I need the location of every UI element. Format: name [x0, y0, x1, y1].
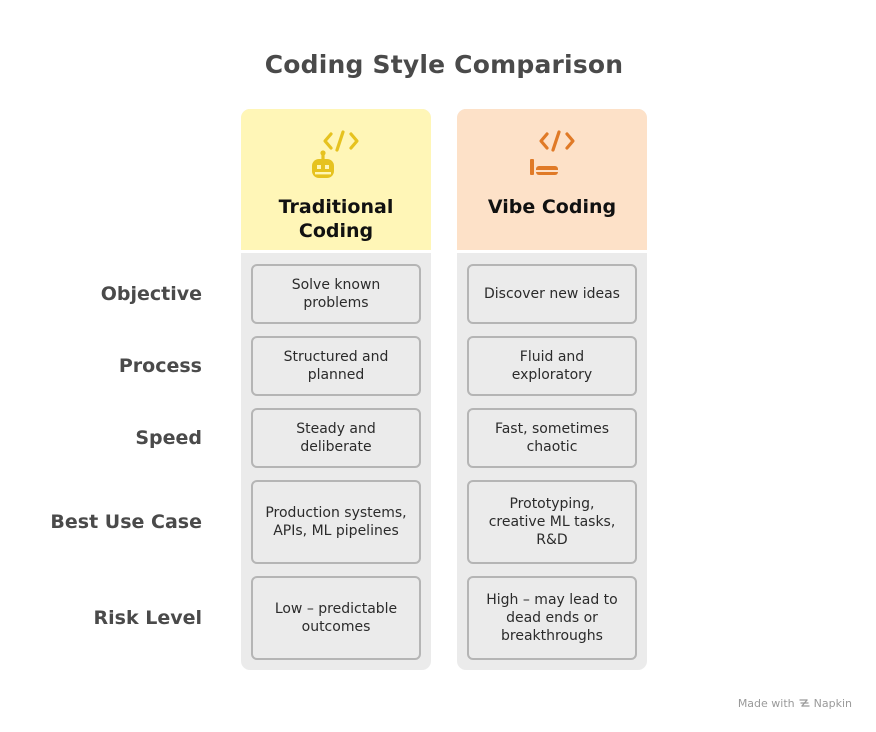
- cell-vibe-best-use-case: Prototyping, creative ML tasks, R&D: [467, 480, 637, 564]
- column-title-traditional: Traditional Coding: [278, 196, 394, 242]
- cell-vibe-speed: Fast, sometimes chaotic: [467, 408, 637, 468]
- column-header-traditional: Traditional Coding: [241, 109, 431, 253]
- row-label-objective: Objective: [100, 283, 202, 305]
- cell-traditional-best-use-case: Production systems, APIs, ML pipelines: [251, 480, 421, 564]
- column-title-vibe: Vibe Coding: [487, 196, 617, 218]
- made-with-napkin-footer[interactable]: Made with Napkin: [738, 697, 852, 710]
- diagram-title: Coding Style Comparison: [264, 50, 624, 79]
- row-label-best-use-case: Best Use Case: [50, 511, 202, 533]
- row-label-speed: Speed: [135, 427, 202, 449]
- row-label-process: Process: [118, 355, 202, 377]
- napkin-logo-icon: [798, 699, 810, 707]
- cell-traditional-speed: Steady and deliberate: [251, 408, 421, 468]
- cell-traditional-objective: Solve known problems: [251, 264, 421, 324]
- cell-vibe-risk-level: High – may lead to dead ends or breakthr…: [467, 576, 637, 660]
- column-header-vibe: Vibe Coding: [457, 109, 647, 253]
- cell-vibe-objective: Discover new ideas: [467, 264, 637, 324]
- column-vibe-coding: Vibe Coding Discover new ideas Fluid and…: [457, 109, 647, 670]
- cell-traditional-risk-level: Low – predictable outcomes: [251, 576, 421, 660]
- column-traditional-coding: Traditional Coding Solve known problems …: [241, 109, 431, 670]
- made-with-label: Made with: [737, 697, 795, 710]
- robot-code-icon: [312, 130, 359, 178]
- cell-vibe-process: Fluid and exploratory: [467, 336, 637, 396]
- cell-traditional-process: Structured and planned: [251, 336, 421, 396]
- vibe-code-icon: [530, 130, 575, 175]
- row-label-risk-level: Risk Level: [93, 607, 202, 629]
- napkin-brand-label: Napkin: [813, 697, 852, 710]
